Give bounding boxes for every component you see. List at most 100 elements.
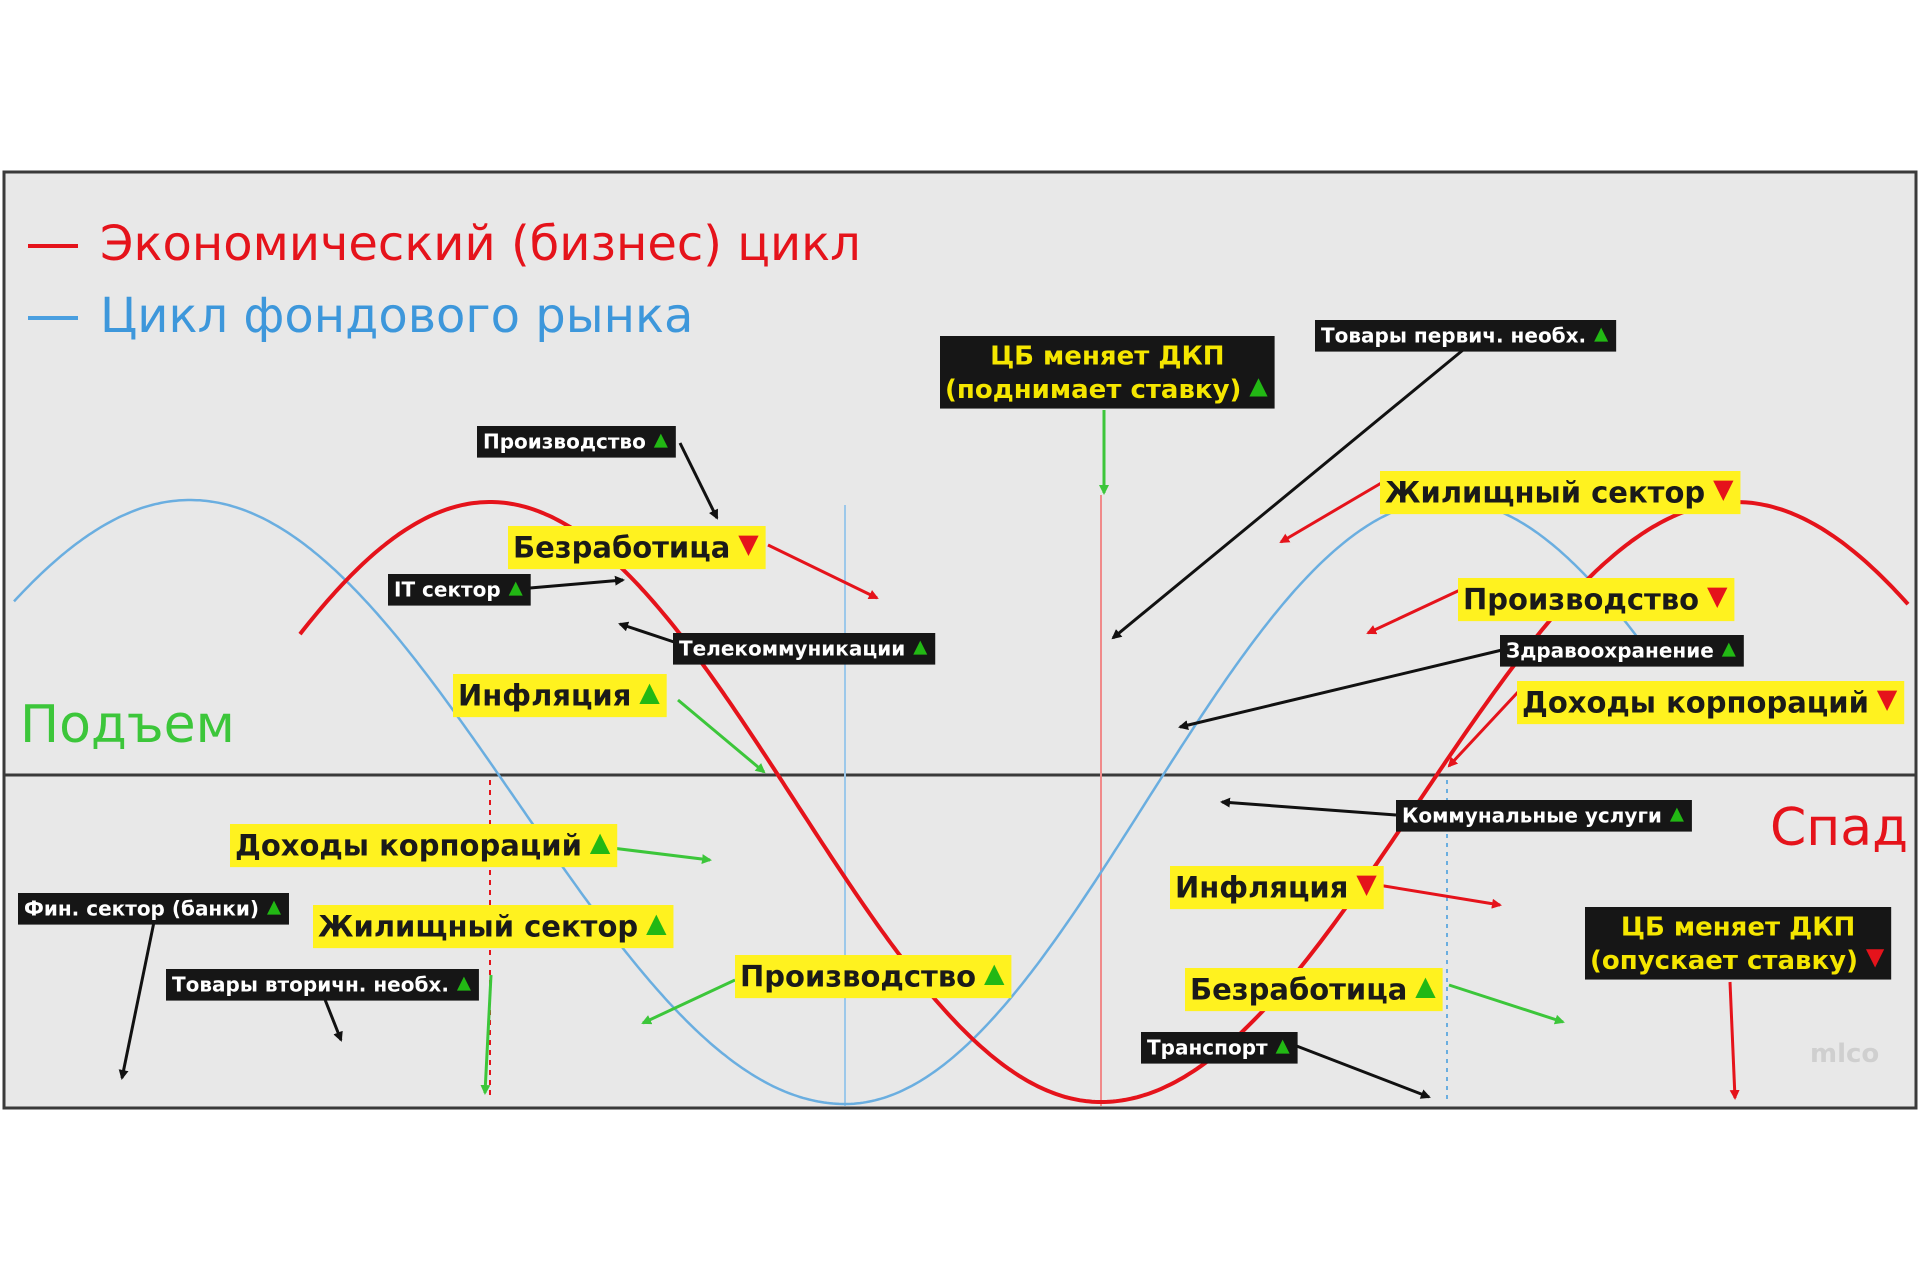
triangle-down-icon xyxy=(738,535,759,556)
label-background xyxy=(508,526,766,570)
label-text: Безработица xyxy=(1190,972,1407,1006)
triangle-down-icon xyxy=(1876,690,1898,711)
connectors xyxy=(118,348,1740,1100)
arrow-unemp-right xyxy=(1448,983,1565,1025)
triangle-down-icon xyxy=(1865,949,1885,968)
label-background xyxy=(477,426,676,458)
arrow-corp-left xyxy=(611,846,712,864)
label-health: Здравоохранение xyxy=(1500,635,1744,667)
phase-fall-label: Спад xyxy=(1770,798,1908,858)
label-primary: Товары первич. необх. xyxy=(1315,320,1617,352)
label-prod-top: Производство xyxy=(477,426,676,458)
legend: Экономический (бизнес) цикл Цикл фондово… xyxy=(28,216,861,344)
label-background xyxy=(1141,1032,1298,1064)
arrow-fin xyxy=(118,916,157,1080)
arrow-it xyxy=(529,575,625,590)
legend-business-label: Экономический (бизнес) цикл xyxy=(100,216,861,272)
arrow-infl-left xyxy=(677,698,766,774)
label-background xyxy=(166,969,479,1001)
triangle-up-icon xyxy=(639,683,660,704)
label-text: (поднимает ставку) xyxy=(945,375,1241,405)
phase-rise-label: Подъем xyxy=(20,695,235,755)
label-text: Жилищный сектор xyxy=(1385,475,1705,509)
triangle-up-icon xyxy=(1669,807,1684,822)
label-text: Производство xyxy=(483,430,646,454)
label-cb-down: ЦБ меняет ДКП (опускает ставку) xyxy=(1585,907,1892,980)
label-background xyxy=(673,633,936,665)
label-infl-left: Инфляция xyxy=(453,674,667,718)
arrow-prod-right xyxy=(1366,588,1461,635)
label-prod-bottom: Производство xyxy=(735,955,1012,999)
watermark: mlco xyxy=(1810,1039,1879,1069)
arrow-primary xyxy=(1111,348,1464,640)
label-corp-left: Доходы корпораций xyxy=(230,824,618,868)
label-text: Доходы корпораций xyxy=(1522,685,1869,719)
label-text: Телекоммуникации xyxy=(679,637,905,661)
label-transport: Транспорт xyxy=(1141,1032,1298,1064)
label-text: Транспорт xyxy=(1147,1036,1268,1060)
arrow-prod-top xyxy=(678,442,719,520)
label-utilities: Коммунальные услуги xyxy=(1396,800,1692,832)
label-unemp-right: Безработица xyxy=(1185,968,1443,1012)
label-text: Жилищный сектор xyxy=(318,909,638,943)
arrow-corp-right xyxy=(1447,690,1520,768)
triangle-up-icon xyxy=(1415,977,1436,998)
label-text: ЦБ меняет ДКП xyxy=(1621,912,1855,942)
label-infl-right: Инфляция xyxy=(1170,866,1384,910)
label-background xyxy=(940,336,1275,409)
label-text: Товары вторичн. необх. xyxy=(172,973,449,997)
triangle-up-icon xyxy=(1721,642,1736,657)
label-text: Товары первич. необх. xyxy=(1321,324,1586,348)
label-text: Производство xyxy=(740,959,976,993)
label-text: Производство xyxy=(1463,582,1699,616)
label-text: Фин. сектор (банки) xyxy=(24,897,259,921)
label-unemp-top: Безработица xyxy=(508,526,766,570)
label-background xyxy=(735,955,1012,999)
business-cycle-curve xyxy=(298,500,1910,1104)
label-background xyxy=(1517,681,1905,725)
triangle-up-icon xyxy=(589,833,611,854)
label-text: Здравоохранение xyxy=(1506,639,1714,663)
label-it: IT сектор xyxy=(388,574,531,606)
label-corp-right: Доходы корпораций xyxy=(1517,681,1905,725)
label-cb-up: ЦБ меняет ДКП (поднимает ставку) xyxy=(940,336,1275,409)
triangle-up-icon xyxy=(653,433,668,448)
arrow-utilities xyxy=(1220,797,1397,817)
triangle-down-icon xyxy=(1707,587,1728,608)
label-text: ЦБ меняет ДКП xyxy=(990,341,1224,371)
arrow-telecom xyxy=(618,621,675,644)
arrow-health xyxy=(1178,648,1503,731)
label-background xyxy=(230,824,618,868)
label-secondary: Товары вторичн. необх. xyxy=(166,969,479,1001)
triangle-up-icon xyxy=(266,900,281,915)
label-background xyxy=(1315,320,1617,352)
label-text: Доходы корпораций xyxy=(235,828,582,862)
label-background xyxy=(313,905,674,949)
triangle-up-icon xyxy=(1249,378,1268,397)
triangle-up-icon xyxy=(646,914,667,935)
triangle-down-icon xyxy=(1356,875,1377,896)
triangle-up-icon xyxy=(1594,327,1609,342)
triangle-up-icon xyxy=(984,964,1005,985)
label-telecom: Телекоммуникации xyxy=(673,633,936,665)
label-background xyxy=(1396,800,1692,832)
label-background xyxy=(1585,907,1892,980)
label-fin: Фин. сектор (банки) xyxy=(18,893,289,925)
triangle-up-icon xyxy=(913,640,928,655)
label-background xyxy=(453,674,667,718)
label-text: Коммунальные услуги xyxy=(1402,804,1662,828)
arrow-transport xyxy=(1293,1043,1431,1099)
label-prod-right: Производство xyxy=(1458,578,1735,622)
label-background xyxy=(388,574,531,606)
label-background xyxy=(1185,968,1443,1012)
label-text: (опускает ставку) xyxy=(1590,946,1858,976)
label-text: IT сектор xyxy=(394,578,501,602)
triangle-up-icon xyxy=(508,581,523,596)
label-background xyxy=(1458,578,1735,622)
arrow-infl-right xyxy=(1377,883,1502,909)
label-housing-left: Жилищный сектор xyxy=(313,905,674,949)
label-text: Инфляция xyxy=(458,678,631,712)
label-background xyxy=(1380,471,1741,515)
